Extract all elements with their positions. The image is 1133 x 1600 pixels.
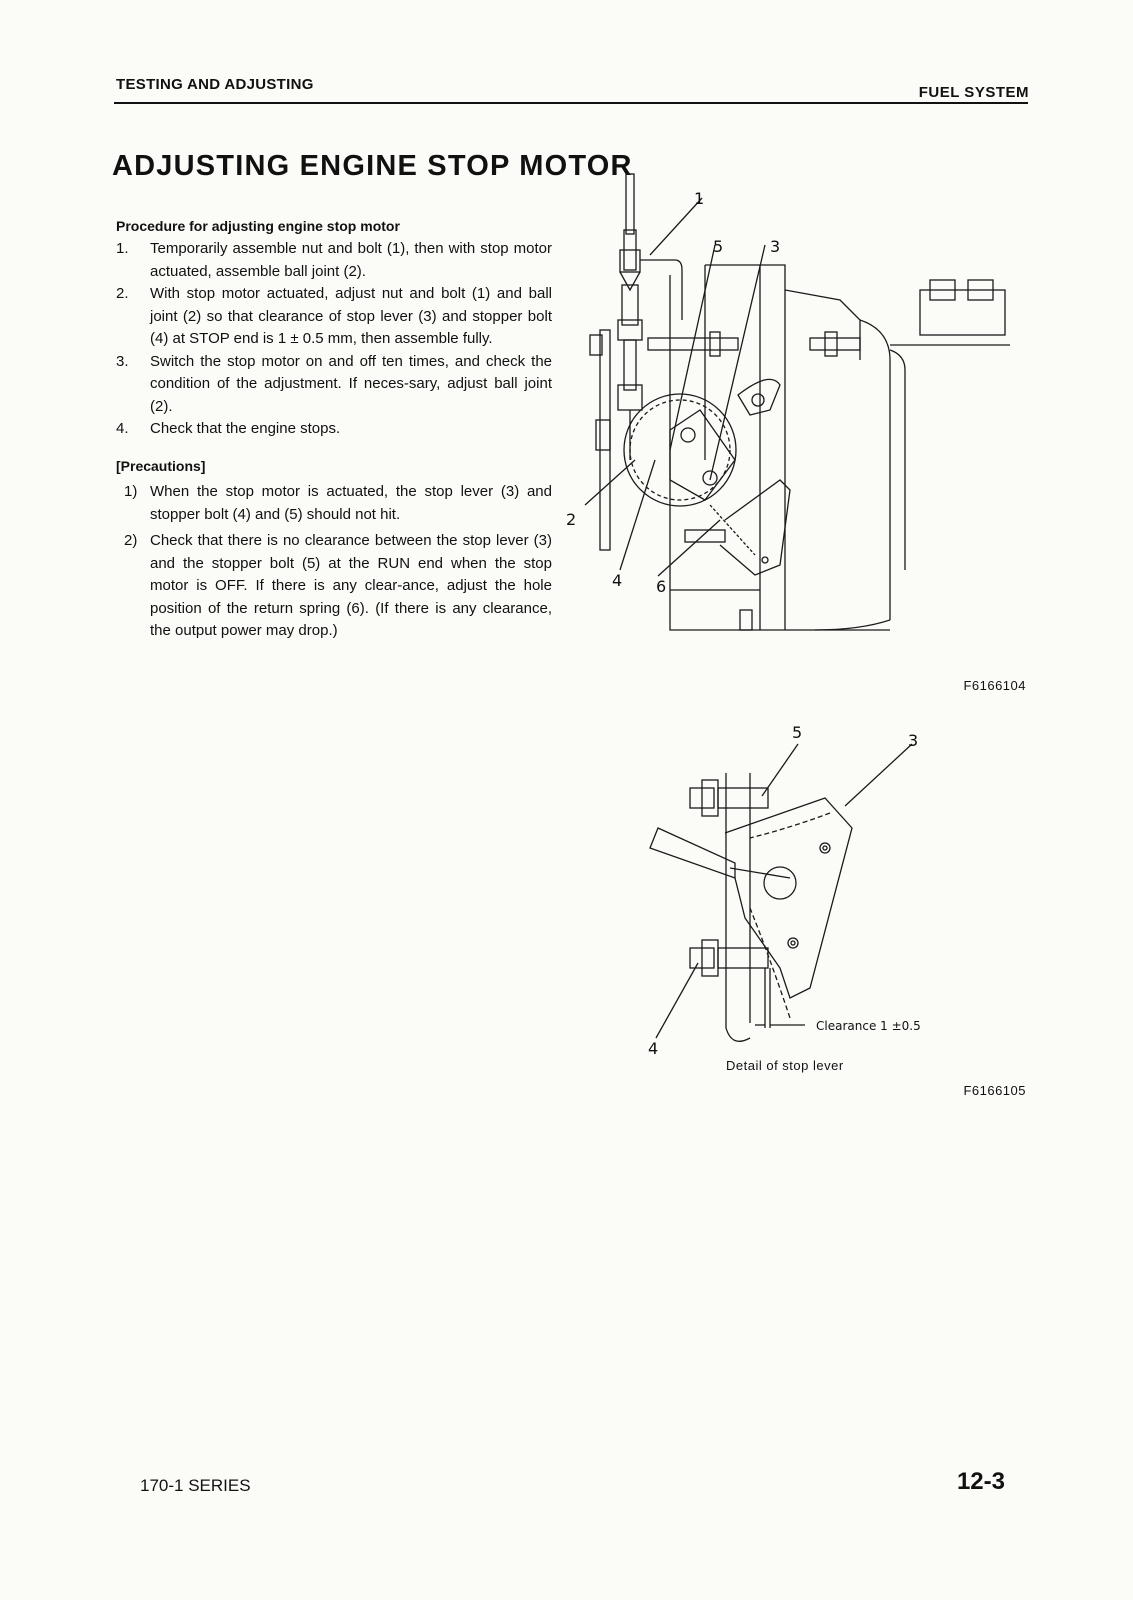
detail-caption: Detail of stop lever: [726, 1058, 844, 1073]
detail-callout-5: 5: [792, 723, 802, 742]
step-text: Check that the engine stops.: [150, 420, 341, 437]
detail-callout-3: 3: [908, 731, 918, 750]
precaution-text: Check that there is no clearance between…: [150, 532, 552, 639]
figure-code: F6166104: [963, 678, 1026, 693]
page-title: ADJUSTING ENGINE STOP MOTOR: [112, 150, 633, 182]
precaution-number: 2): [124, 532, 138, 549]
clearance-label: Clearance 1 ±0.5: [816, 1019, 921, 1033]
precaution-number: 1): [124, 483, 138, 500]
instructions-column: 1. Temporarily assemble nut and bolt (1),…: [116, 238, 552, 647]
procedure-step: 3. Switch the stop motor on and off ten t…: [116, 351, 552, 419]
stop-motor-linkage-figure: 1 5 3 2 4 6: [566, 173, 1010, 631]
procedure-steps: 1. Temporarily assemble nut and bolt (1),…: [116, 238, 552, 441]
header-section-title: TESTING AND ADJUSTING: [116, 76, 314, 93]
footer-series: 170-1 SERIES: [140, 1476, 251, 1495]
callout-3: 3: [770, 237, 780, 256]
step-text: With stop motor actuated, adjust nut and…: [150, 285, 552, 347]
procedure-step: 4. Check that the engine stops.: [116, 418, 552, 441]
precaution-item: 1) When the stop motor is actuated, the s…: [116, 481, 552, 526]
header-rule: [114, 102, 1028, 104]
precautions-heading: [Precautions]: [116, 457, 206, 474]
precaution-item: 2) Check that there is no clearance betwe…: [116, 530, 552, 643]
procedure-heading: Procedure for adjusting engine stop moto…: [116, 218, 400, 234]
callout-6: 6: [656, 577, 666, 596]
figure-code: F6166105: [963, 1083, 1026, 1098]
step-number: 4.: [116, 420, 129, 437]
page-number: 12-3: [956, 1468, 1005, 1495]
step-number: 1.: [116, 240, 129, 257]
detail-callout-4: 4: [648, 1039, 658, 1058]
step-number: 2.: [116, 285, 129, 302]
callout-1: 1: [694, 189, 704, 208]
step-text: Switch the stop motor on and off ten tim…: [150, 352, 552, 415]
callout-4: 4: [612, 571, 622, 590]
header-chapter-title: FUEL SYSTEM: [918, 84, 1029, 101]
step-text: Temporarily assemble nut and bolt (1), t…: [150, 240, 552, 280]
precautions-list: 1) When the stop motor is actuated, the s…: [116, 481, 552, 643]
procedure-step: 2. With stop motor actuated, adjust nut a…: [116, 283, 552, 351]
callout-5: 5: [713, 237, 723, 256]
procedure-step: 1. Temporarily assemble nut and bolt (1),…: [116, 238, 552, 283]
step-number: 3.: [116, 352, 129, 370]
callout-2: 2: [566, 510, 576, 529]
stop-lever-detail-figure: 5 3 4 Clearance 1 ±0.5: [648, 723, 921, 1058]
precaution-text: When the stop motor is actuated, the sto…: [150, 483, 552, 523]
